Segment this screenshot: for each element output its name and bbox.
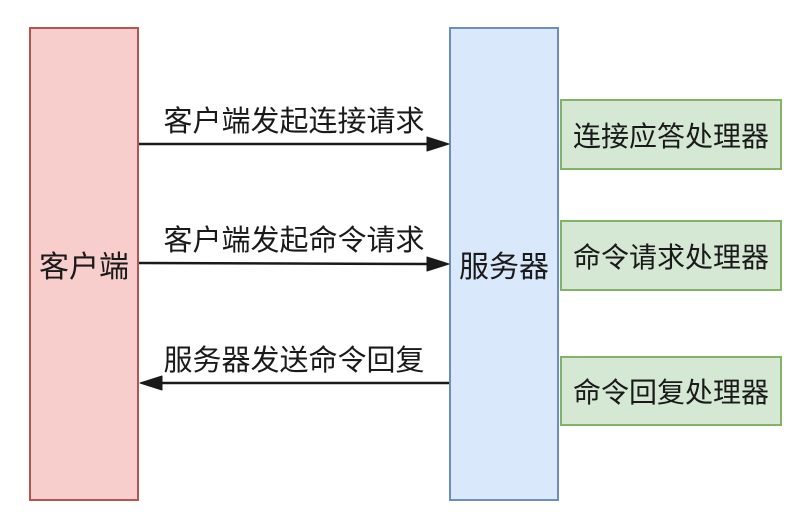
handler-node-command-request: 命令请求处理器 (560, 220, 782, 291)
handler-node-label: 命令请求处理器 (572, 241, 769, 273)
handler-node-label: 命令回复处理器 (572, 377, 769, 408)
handler-node-label: 连接应答处理器 (572, 120, 769, 152)
handler-node-command-reply: 命令回复处理器 (560, 356, 782, 426)
server-node: 服务器 (449, 27, 559, 501)
message-label-connection-request: 客户端发起连接请求 (163, 106, 425, 138)
handler-node-connection-reply: 连接应答处理器 (560, 99, 782, 170)
client-node: 客户端 (29, 27, 139, 501)
server-node-label: 服务器 (459, 251, 549, 284)
client-node-label: 客户端 (39, 251, 129, 284)
message-label-command-request: 客户端发起命令请求 (163, 225, 425, 257)
message-label-command-reply: 服务器发送命令回复 (163, 345, 425, 377)
